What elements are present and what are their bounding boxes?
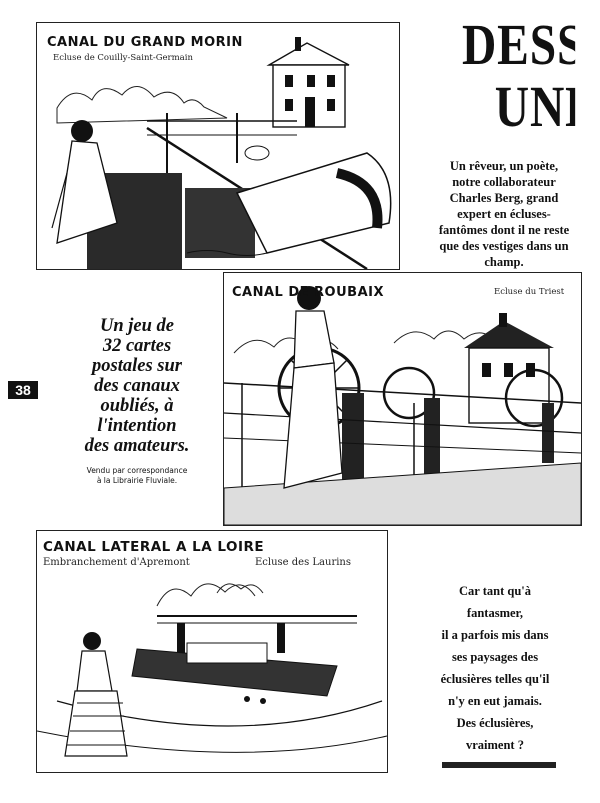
- intro-line: Charles Berg, grand: [449, 191, 559, 205]
- closing-line: Car tant qu'à: [458, 584, 531, 598]
- postcard-grand-morin-title: CANAL DU GRAND MORIN: [47, 35, 243, 50]
- postcard-lateral-loire-subtitle: Embranchement d'Apremont: [43, 557, 190, 568]
- article-title: DESSI UNE: [462, 14, 575, 138]
- intro-line: fantômes dont il ne reste: [438, 223, 570, 237]
- intro-line: que des vestiges dans un: [439, 239, 569, 253]
- promo-line: Un jeu de: [100, 316, 174, 336]
- closing-line: fantasmer,: [466, 606, 524, 620]
- postcard-grand-morin-subtitle: Ecluse de Couilly-Saint-Germain: [53, 53, 193, 63]
- closing-line: ses paysages des: [451, 650, 539, 664]
- promo-line: des canaux: [94, 376, 180, 396]
- intro-line: champ.: [484, 255, 524, 269]
- intro-line: notre collaborateur: [452, 175, 556, 189]
- promo-line: 32 cartes: [102, 336, 172, 356]
- intro-line: Un rêveur, un poète,: [449, 159, 559, 173]
- promo-text: Un jeu de 32 cartes postales sur des can…: [62, 316, 212, 456]
- postcard-lateral-loire-title: CANAL LATERAL A LA LOIRE: [43, 539, 265, 555]
- intro-line: expert en écluses-: [457, 207, 551, 221]
- closing-line: éclusières telles qu'il: [440, 672, 550, 686]
- article-title-line-1: DESSI: [462, 14, 575, 77]
- postcard-roubaix-title: CANAL DE ROUBAIX: [232, 285, 384, 300]
- promo-line: postales sur: [92, 356, 182, 376]
- promo-line: oubliés, à: [100, 396, 174, 416]
- postcard-lateral-loire-illustration: [37, 583, 387, 757]
- promo-line: des amateurs.: [84, 436, 190, 456]
- postcard-roubaix-subtitle: Ecluse du Triest: [494, 287, 565, 297]
- bottom-rule: [442, 762, 556, 768]
- promo-note: Vendu par correspondance à la Librairie …: [62, 466, 212, 486]
- postcard-lateral-loire: CANAL LATERAL A LA LOIRE Embranchement d…: [36, 530, 388, 773]
- article-title-line-2: UNE: [494, 74, 575, 138]
- closing-line: n'y en eut jamais.: [448, 694, 542, 708]
- postcard-grand-morin: CANAL DU GRAND MORIN Ecluse de Couilly-S…: [36, 22, 400, 270]
- closing-line: il a parfois mis dans: [441, 628, 549, 642]
- postcard-lateral-loire-subtitle-2: Ecluse des Laurins: [255, 557, 351, 568]
- closing-paragraph: Car tant qu'à fantasmer, il a parfois mi…: [410, 580, 580, 756]
- promo-line: l'intention: [97, 416, 177, 436]
- closing-line: vraiment ?: [466, 738, 524, 752]
- promo-note-line: à la Librairie Fluviale.: [96, 476, 178, 485]
- closing-line: Des éclusières,: [456, 716, 534, 730]
- promo-note-line: Vendu par correspondance: [86, 466, 188, 475]
- page-number: 38: [8, 381, 38, 399]
- intro-paragraph: Un rêveur, un poète, notre collaborateur…: [424, 158, 584, 270]
- postcard-roubaix-illustration: [224, 286, 581, 525]
- postcard-roubaix: CANAL DE ROUBAIX Ecluse du Triest: [223, 272, 582, 526]
- postcard-grand-morin-illustration: [51, 37, 392, 269]
